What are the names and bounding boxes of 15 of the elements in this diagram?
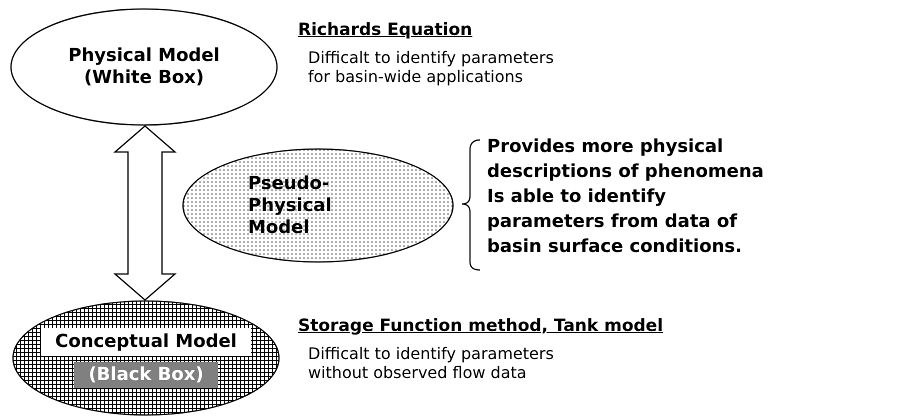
model-ellipse (10, 8, 278, 126)
double-block-arrow (113, 125, 177, 301)
model-ellipse (182, 148, 454, 263)
bracket-note: Is able to identify parameters from data of basin surface conditions. (487, 185, 743, 259)
model-description: Difficalt to identify parameters for basin-wide applications (308, 48, 555, 86)
node-subtitle: (White Box) (84, 67, 204, 89)
bracket-note: Provides more physical descriptions of phenomena (487, 135, 765, 184)
node-title: Pseudo- Physical Model (248, 172, 333, 238)
node-title: Physical Model (68, 45, 220, 67)
node-subtitle: (Black Box) (74, 362, 218, 388)
model-description: Difficalt to identify parameters without observed flow data (308, 344, 555, 382)
model-heading: Storage Function method, Tank model (298, 316, 664, 336)
model-ellipse (12, 300, 280, 416)
node-title: Conceptual Model (41, 328, 251, 356)
model-heading: Richards Equation (298, 20, 472, 40)
